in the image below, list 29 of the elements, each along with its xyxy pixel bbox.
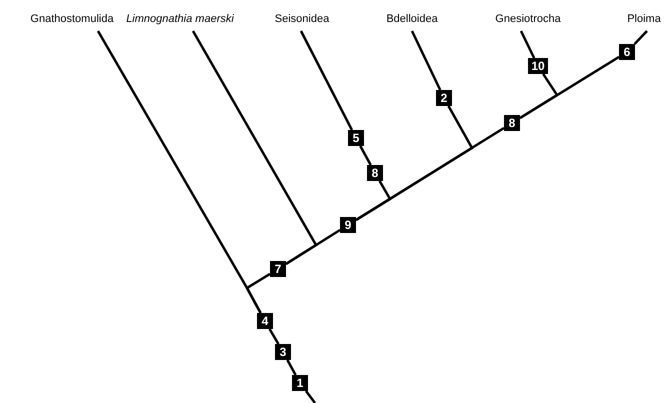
character-number: 1 — [292, 375, 308, 391]
branch-line — [410, 30, 442, 91]
taxon-label: Gnathostomulida — [30, 13, 114, 28]
branch-line — [300, 30, 354, 131]
branch-line — [286, 359, 297, 376]
branch-line — [245, 272, 271, 314]
branch-line — [359, 145, 372, 166]
character-number: 2 — [436, 90, 452, 106]
character-number: 9 — [340, 217, 356, 233]
branch-line — [634, 30, 648, 45]
character-number: 8 — [504, 115, 520, 131]
branch-line — [268, 328, 280, 345]
character-number: 3 — [275, 344, 291, 360]
taxon-label: Limnognathia maerski — [126, 13, 234, 28]
character-number: 10 — [528, 58, 548, 74]
character-number: 7 — [270, 261, 286, 277]
character-number: 6 — [619, 44, 635, 60]
character-number: 5 — [348, 130, 364, 146]
branch-line — [355, 126, 505, 222]
branch-line — [285, 228, 341, 266]
taxon-label: Ploima — [627, 13, 661, 28]
branch-line — [520, 30, 536, 59]
character-number: 4 — [257, 313, 273, 329]
branch-line — [519, 56, 620, 120]
taxon-label: Bdelloidea — [386, 13, 438, 28]
taxon-label: Gnesiotrocha — [495, 13, 561, 28]
branch-line — [305, 390, 316, 403]
character-number: 8 — [367, 165, 383, 181]
taxon-label: Seisonidea — [274, 13, 330, 28]
